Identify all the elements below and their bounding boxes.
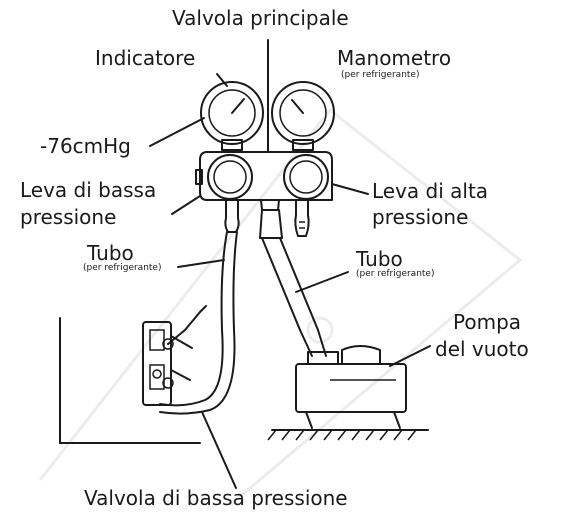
low-valve-leader xyxy=(201,411,237,489)
high-lever-leader xyxy=(331,183,369,195)
right-hose xyxy=(261,237,327,357)
leader-lines xyxy=(149,39,431,489)
gauge-label: Manometro xyxy=(337,46,452,70)
left-hose-leader xyxy=(177,259,225,268)
gauge-note: (per refrigerante) xyxy=(341,70,420,80)
vacuum-pump xyxy=(267,345,429,441)
left-hose-label: Tubo xyxy=(87,241,134,265)
manifold-body xyxy=(195,151,333,239)
pump-leader xyxy=(389,345,431,367)
watermark xyxy=(38,107,523,507)
indicator-leader xyxy=(216,73,228,87)
left-hose-note: (per refrigerante) xyxy=(83,263,162,273)
low-pressure-valve-unit xyxy=(142,305,207,406)
indicator-label: Indicatore xyxy=(95,46,196,70)
low-lever-leader xyxy=(171,195,201,215)
low-lever-label-line-1: Leva di bassa xyxy=(20,178,157,202)
high-lever-label-line-1: Leva di alta xyxy=(372,179,489,203)
left-hose xyxy=(159,231,238,415)
vacuum-reading: -76cmHg xyxy=(40,134,131,158)
right-hose-note: (per refrigerante) xyxy=(356,269,435,279)
high-lever-label-line-2: pressione xyxy=(372,205,469,229)
right-hose-label: Tubo xyxy=(356,247,403,271)
right-hose-leader xyxy=(295,271,349,293)
low-lever-label-line-2: pressione xyxy=(20,205,117,229)
reading-leader xyxy=(149,117,205,147)
low-pressure-valve-label: Valvola di bassa pressione xyxy=(84,486,348,510)
wall xyxy=(59,317,201,444)
vacuum-pump-label-line-2: del vuoto xyxy=(435,337,529,361)
main-valve-label: Valvola principale xyxy=(172,6,349,30)
high-pressure-gauge xyxy=(271,81,335,151)
vacuum-pump-label-line-1: Pompa xyxy=(453,310,522,334)
low-pressure-gauge xyxy=(200,81,264,151)
